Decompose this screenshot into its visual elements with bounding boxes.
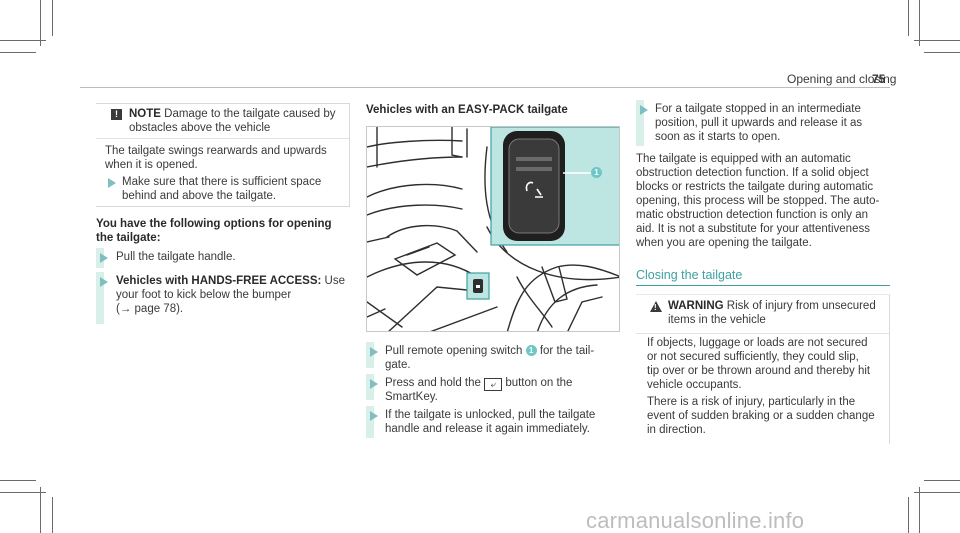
section-title: Opening and closing	[787, 72, 897, 86]
easypack-step1-text-end: for the tail-	[539, 345, 595, 357]
right-step-line1: For a tailgate stopped in an intermediat…	[655, 103, 861, 115]
option-step1: Pull the tailgate handle.	[116, 251, 236, 263]
right-para-line5: matic obstruction detection function is …	[636, 209, 869, 221]
warning-body-line7: in direction.	[647, 424, 706, 436]
warning-body-line6: event of sudden braking or a sudden chan…	[647, 410, 875, 422]
warning-body-line5: There is a risk of injury, particularly …	[647, 396, 856, 408]
page-reference-link[interactable]: (→ page 78).	[116, 303, 184, 315]
crop-mark	[914, 492, 960, 493]
right-para-line7: when you are opening the tailgate.	[636, 237, 812, 249]
right-para-line2: obstruction detection function. If a sol…	[636, 167, 869, 179]
note-label: NOTE	[129, 108, 161, 120]
warning-box: ! WARNING Risk of injury from unsecured …	[636, 294, 890, 444]
note-title-text: Damage to the tailgate caused by	[164, 108, 336, 120]
crop-mark	[924, 480, 960, 481]
note-body-line2: when it is opened.	[105, 159, 198, 171]
crop-mark	[0, 52, 36, 53]
note-header: ! NOTE Damage to the tailgate caused by …	[96, 104, 349, 139]
crop-mark	[908, 497, 909, 533]
crop-mark	[52, 497, 53, 533]
crop-mark	[52, 0, 53, 36]
note-step-line1: Make sure that there is sufficient space	[122, 176, 322, 188]
step-arrow-icon	[108, 178, 116, 188]
exclamation-icon: !	[111, 109, 122, 120]
crop-mark	[40, 0, 41, 46]
crop-mark	[914, 40, 960, 41]
note-step-line2: behind and above the tailgate.	[122, 190, 277, 202]
callout-badge: 1	[525, 345, 537, 356]
warning-body-line4: vehicle occupants.	[647, 379, 742, 391]
closing-heading-rule	[636, 285, 890, 286]
easypack-heading: Vehicles with an EASY-PACK tailgate	[366, 104, 568, 116]
right-step-line3: soon as it starts to open.	[655, 131, 781, 143]
easypack-step1-line1: Pull remote opening switch 1 for the tai…	[385, 344, 594, 358]
figure-callout-badge: 1	[591, 167, 602, 178]
easypack-step2-text-end: button on the	[505, 377, 573, 389]
easypack-step2-line2: SmartKey.	[385, 391, 438, 403]
warning-body-line3: tip over or be thrown around and thereby…	[647, 365, 871, 377]
right-step-line2: position, pull it upwards and release it…	[655, 117, 863, 129]
page-number: 75	[872, 72, 886, 86]
note-title: NOTE Damage to the tailgate caused by	[129, 107, 336, 121]
crop-mark	[919, 487, 920, 533]
hands-free-label: Vehicles with HANDS-FREE ACCESS:	[116, 275, 322, 287]
crop-mark	[40, 487, 41, 533]
crop-mark	[924, 52, 960, 53]
right-para-line4: opening, this process will be stopped. T…	[636, 195, 880, 207]
header-rule	[80, 87, 890, 88]
step-bar	[366, 406, 374, 438]
right-para-line6: aid. It is not a substitute for your att…	[636, 223, 870, 235]
step-bar	[636, 100, 644, 146]
option-step2-line1: Vehicles with HANDS-FREE ACCESS: Use	[116, 274, 345, 288]
step-arrow-icon	[370, 379, 378, 389]
crop-mark	[0, 40, 46, 41]
watermark: carmanualsonline.info	[586, 508, 805, 533]
right-para-line3: blocks or restricts the tailgate during …	[636, 181, 874, 193]
warning-divider	[636, 333, 890, 334]
easypack-step2-line1: Press and hold the ⤶ button on the	[385, 376, 572, 391]
crop-mark	[0, 492, 46, 493]
note-title-line2: obstacles above the vehicle	[129, 122, 271, 134]
warning-body-line1: If objects, luggage or loads are not sec…	[647, 337, 868, 349]
step-arrow-icon	[100, 253, 108, 263]
step-arrow-icon	[370, 411, 378, 421]
step-arrow-icon	[640, 105, 648, 115]
interior-illustration	[367, 127, 619, 331]
easypack-step1-text: Pull remote opening switch	[385, 345, 523, 357]
tailgate-switch-figure: 1	[366, 126, 620, 332]
step-arrow-icon	[100, 277, 108, 287]
options-heading-line2: the tailgate:	[96, 232, 161, 244]
note-box: ! NOTE Damage to the tailgate caused by …	[96, 103, 350, 207]
step-arrow-icon	[370, 347, 378, 357]
option-step2-text: Use	[324, 275, 345, 287]
right-para-line1: The tailgate is equipped with an automat…	[636, 153, 851, 165]
easypack-step3-line1: If the tailgate is unlocked, pull the ta…	[385, 409, 596, 421]
warning-triangle-icon: !	[650, 301, 662, 312]
crop-mark	[919, 0, 920, 46]
options-heading-line1: You have the following options for openi…	[96, 218, 332, 230]
tailgate-key-icon: ⤶	[484, 378, 503, 391]
warning-body-line2: or not secured sufficiently, they could …	[647, 351, 859, 363]
warning-label: WARNING	[668, 300, 724, 312]
step-bar	[96, 272, 104, 324]
closing-heading: Closing the tailgate	[636, 268, 743, 282]
crop-mark	[908, 0, 909, 36]
warning-title-text: Risk of injury from unsecured	[726, 300, 876, 312]
warning-title-line2: items in the vehicle	[668, 314, 766, 326]
easypack-step2-text: Press and hold the	[385, 377, 481, 389]
note-body-line1: The tailgate swings rearwards and upward…	[105, 145, 327, 157]
easypack-step3-line2: handle and release it again immediately.	[385, 423, 590, 435]
easypack-step1-line2: gate.	[385, 359, 411, 371]
warning-title: WARNING Risk of injury from unsecured	[668, 299, 876, 313]
crop-mark	[0, 480, 36, 481]
option-step2-line2: your foot to kick below the bumper	[116, 289, 292, 301]
